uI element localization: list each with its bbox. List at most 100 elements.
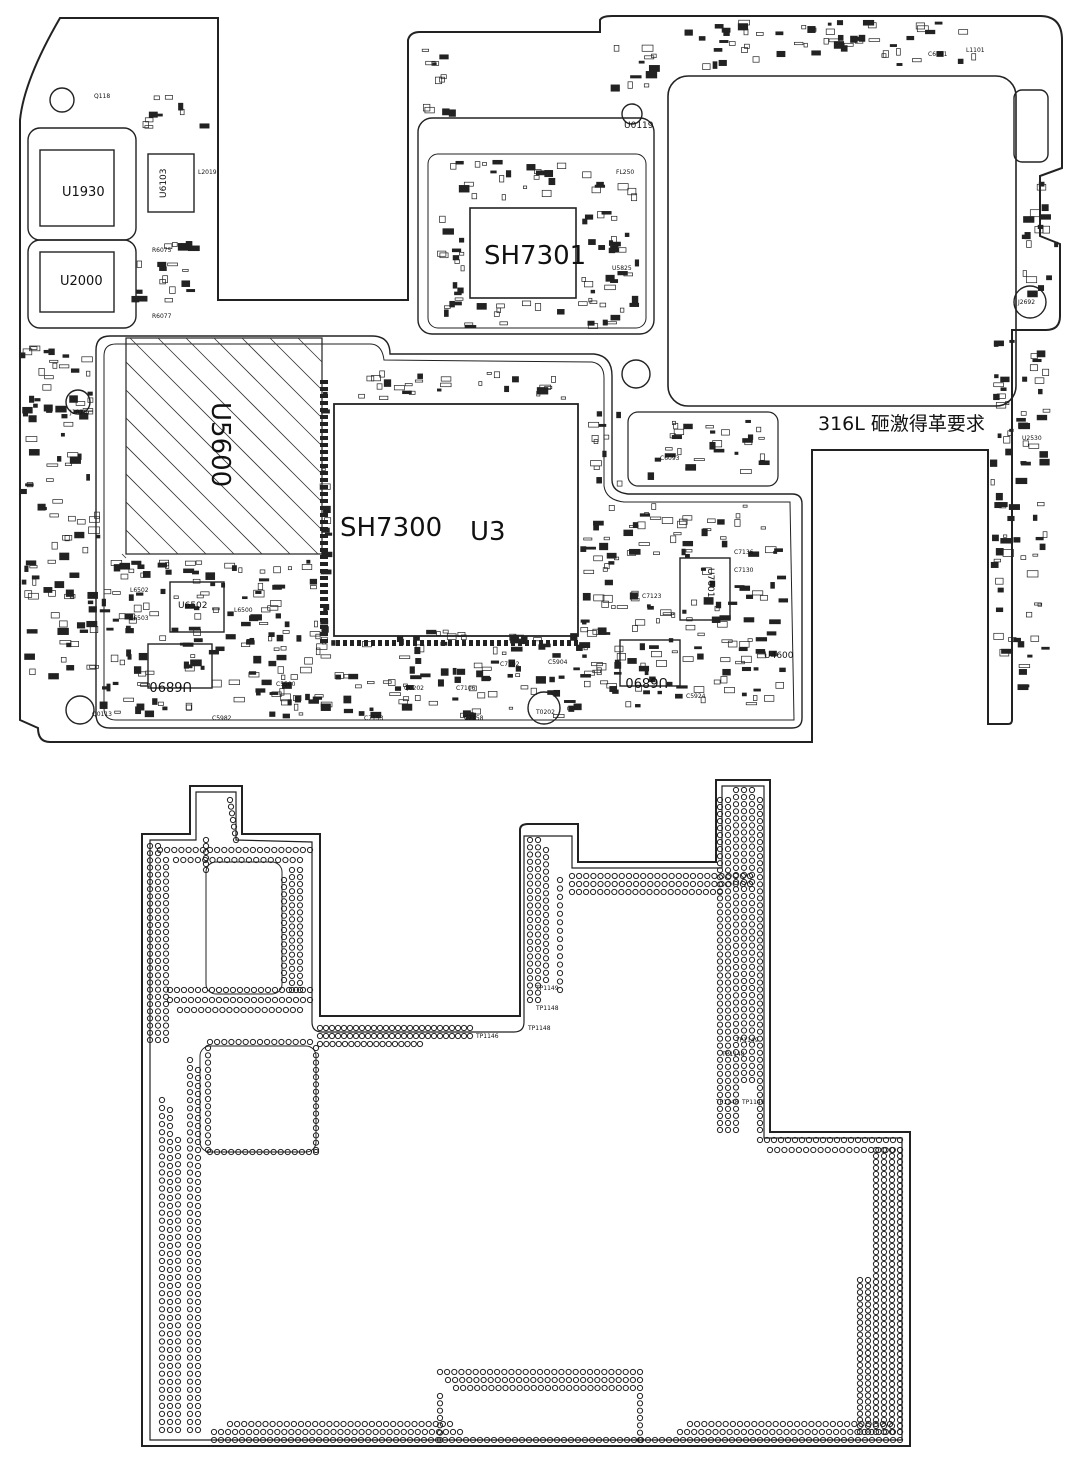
test-pad <box>194 1178 202 1186</box>
smd-component <box>24 590 33 598</box>
test-pad <box>296 979 304 987</box>
test-pad <box>732 949 740 957</box>
test-pad <box>289 856 296 864</box>
smd-component <box>27 592 39 600</box>
test-pad <box>556 944 564 951</box>
smd-component <box>24 653 35 660</box>
smd-component <box>185 560 196 566</box>
smd-component <box>312 696 323 700</box>
test-pad <box>896 1260 904 1268</box>
test-pad <box>146 1008 154 1015</box>
test-pad <box>732 1063 740 1070</box>
smd-component <box>112 618 119 622</box>
smd-component <box>744 43 750 49</box>
test-pad <box>872 1380 880 1388</box>
test-pad <box>186 1258 194 1265</box>
test-pad <box>154 850 162 857</box>
smd-component <box>568 705 575 712</box>
test-pad <box>158 1282 166 1289</box>
test-pad <box>864 1283 872 1290</box>
test-pad <box>343 1436 351 1444</box>
smd-component <box>648 65 660 72</box>
smd-component <box>599 302 607 308</box>
smd-component <box>1024 232 1031 240</box>
test-pad <box>716 1021 724 1028</box>
test-pad <box>756 979 764 986</box>
smd-component <box>165 562 170 569</box>
smd-component <box>415 658 422 664</box>
smd-component <box>414 646 421 655</box>
test-pad <box>805 1136 813 1144</box>
test-pad <box>406 1032 414 1040</box>
test-pad <box>186 1306 194 1313</box>
test-pad <box>368 1420 375 1428</box>
smd-component <box>523 185 528 189</box>
smd-component <box>308 699 319 704</box>
smd-component <box>720 676 728 684</box>
test-pad <box>896 1266 904 1274</box>
test-pad <box>888 1350 896 1358</box>
test-pad <box>530 1376 537 1384</box>
test-pad <box>280 969 288 977</box>
tp-label-4: TP1148 <box>527 1025 551 1032</box>
test-pad <box>174 1177 182 1184</box>
test-pad <box>608 1368 615 1376</box>
test-pad <box>597 880 604 888</box>
test-pad <box>872 1170 880 1178</box>
smd-component <box>1001 648 1012 654</box>
test-pad <box>194 1226 202 1234</box>
smd-component <box>379 395 389 400</box>
test-pad <box>864 1276 872 1284</box>
test-pad <box>572 1368 579 1376</box>
smd-component <box>1020 411 1027 416</box>
edge-pad <box>320 506 328 510</box>
test-pad <box>748 786 756 794</box>
test-pad <box>174 1153 182 1160</box>
smd-component <box>128 568 135 574</box>
smd-component <box>738 647 748 652</box>
test-pad <box>732 786 740 794</box>
test-pad <box>194 1194 202 1202</box>
test-pad <box>756 846 764 853</box>
smd-component <box>801 25 807 30</box>
smd-component <box>22 348 33 356</box>
test-pad <box>186 1113 194 1120</box>
test-pad <box>744 1420 751 1428</box>
test-pad <box>288 958 296 965</box>
test-pad <box>636 1436 644 1444</box>
test-pad <box>748 843 756 850</box>
test-pad <box>192 846 199 854</box>
test-pad <box>306 986 314 994</box>
smd-component <box>159 635 167 641</box>
test-pad <box>534 938 542 945</box>
smd-component <box>764 695 775 702</box>
smd-component <box>86 370 91 377</box>
smd-component <box>717 621 728 628</box>
test-pad <box>740 815 748 822</box>
test-pad <box>665 1436 673 1444</box>
test-pad <box>888 1200 896 1208</box>
test-pad <box>618 888 625 896</box>
test-pad <box>425 1420 432 1428</box>
test-pad <box>526 844 534 851</box>
smd-component <box>188 245 200 252</box>
test-pad <box>526 873 534 880</box>
test-pad <box>186 1105 194 1112</box>
smd-component <box>268 660 277 667</box>
smd-component <box>29 668 36 675</box>
smd-component <box>1022 376 1028 382</box>
test-pad <box>756 902 764 909</box>
test-pad <box>273 1436 281 1444</box>
test-pad <box>536 1368 544 1376</box>
smd-component <box>315 647 321 656</box>
test-pad <box>587 1384 594 1392</box>
test-pad <box>732 907 740 914</box>
test-pad <box>622 1384 629 1392</box>
smd-component <box>280 693 291 702</box>
test-pad <box>740 942 748 949</box>
test-pad <box>864 1289 872 1296</box>
test-pad <box>428 1428 435 1436</box>
test-pad <box>534 844 542 851</box>
test-pad <box>186 1097 194 1104</box>
test-pad <box>297 1420 305 1428</box>
